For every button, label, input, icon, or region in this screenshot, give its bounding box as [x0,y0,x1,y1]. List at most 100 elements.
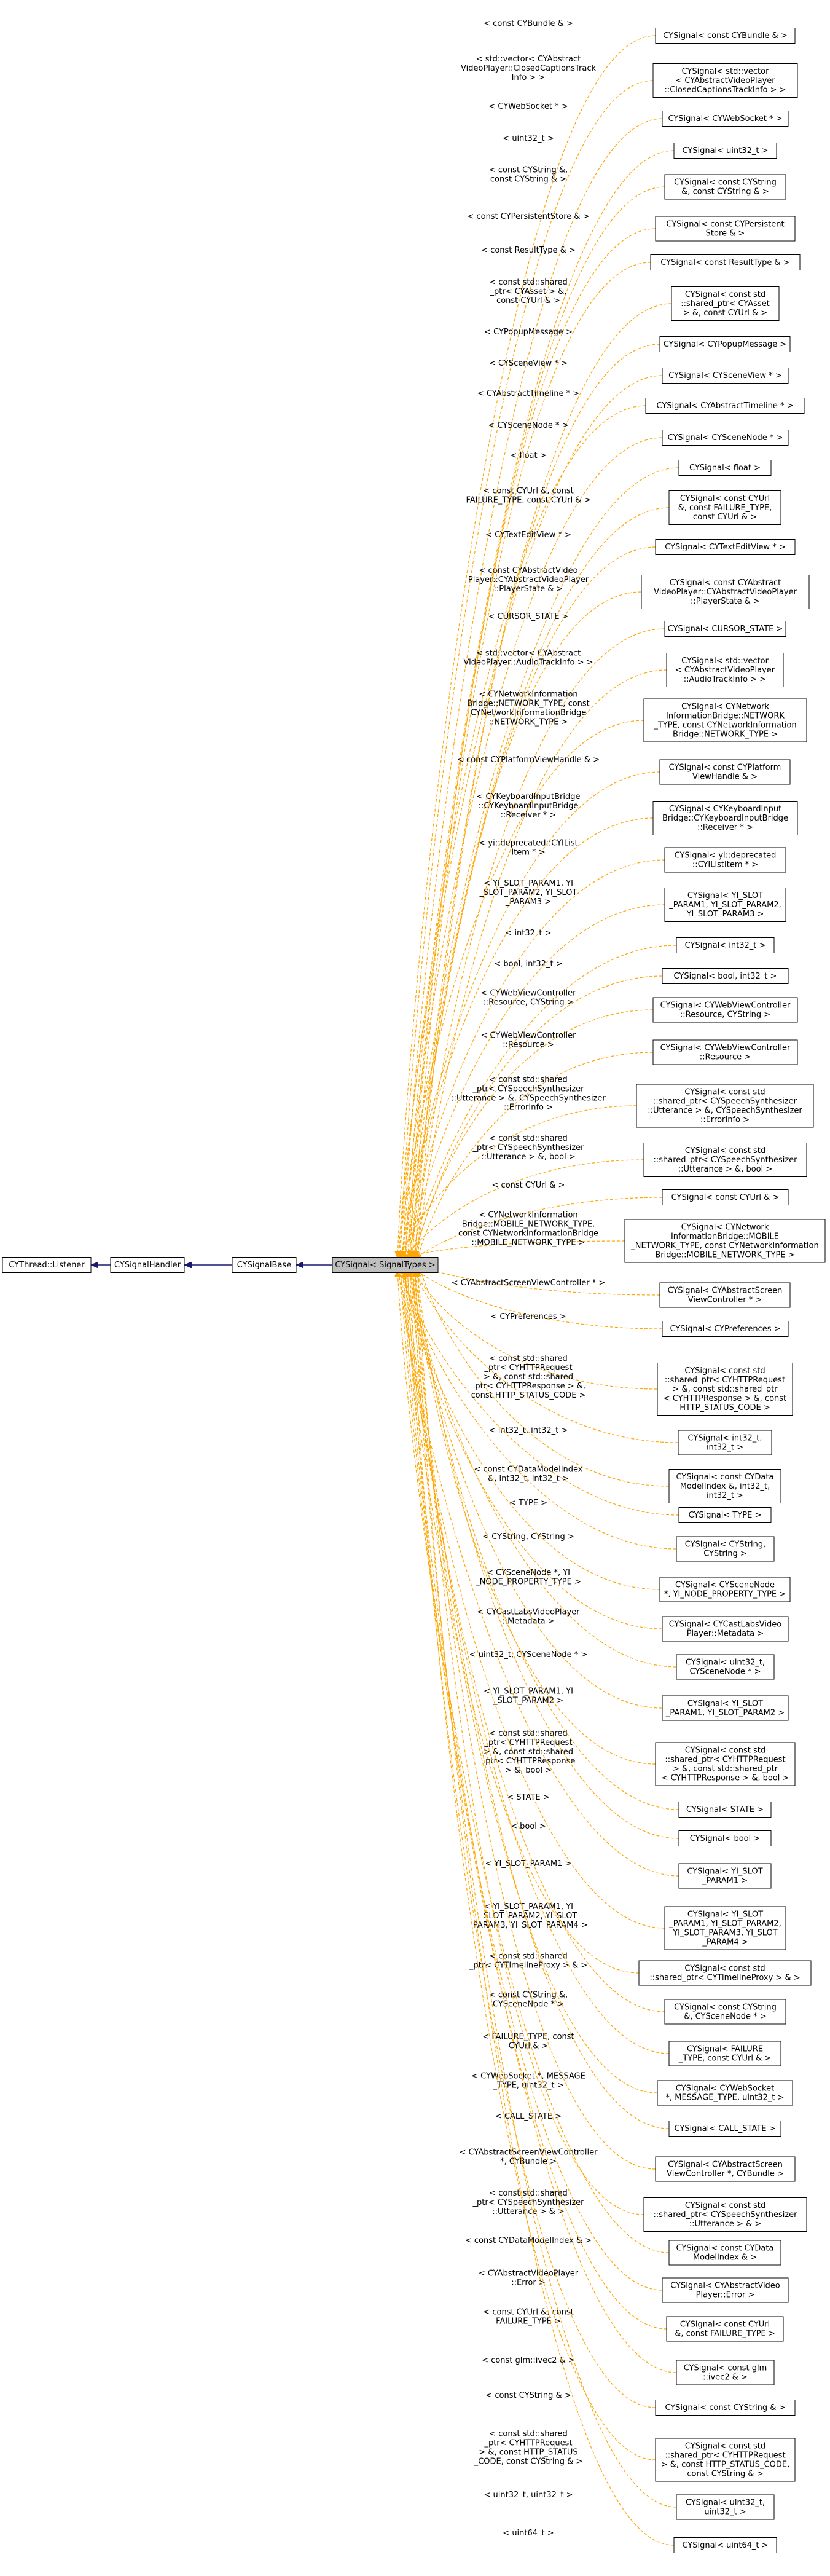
specialization-node[interactable]: CYSignal< const CYAbstractVideoPlayer::C… [641,575,810,609]
template-edge-label: < int32_t > [505,929,551,938]
specialization-node[interactable]: CYSignal< CYKeyboardInputBridge::CYKeybo… [652,801,798,835]
specialization-node[interactable]: CYSignal< yi::deprecated::CYIListItem * … [664,847,786,873]
specialization-node[interactable]: CYSignal< std::vector< CYAbstractVideoPl… [652,63,798,98]
specialization-node[interactable]: CYSignal< const std::shared_ptr< CYSpeec… [643,1143,807,1177]
specialization-node[interactable]: CYSignal< CYAbstractScreenViewController… [655,2156,796,2182]
specialization-node[interactable]: CYSignal< const CYUrl & > [662,1189,789,1205]
template-edge-label-line: VideoPlayer::ClosedCaptionsTrack [461,64,597,73]
class-cythread-listener[interactable]: CYThread::Listener [2,1257,92,1273]
specialization-node[interactable]: CYSignal< STATE > [678,1802,772,1818]
template-edge [417,1052,654,1261]
specialization-node[interactable]: CYSignal< const std::shared_ptr< CYTimel… [638,1960,812,1986]
specialization-node[interactable]: CYSignal< const std::shared_ptr< CYHTTPR… [655,1742,796,1786]
specialization-node[interactable]: CYSignal< const std::shared_ptr< CYHTTPR… [655,2438,796,2482]
template-edge-label-line: < float > [510,451,546,460]
specialization-node[interactable]: CYSignal< const glm::ivec2 & > [676,2360,775,2385]
specialization-node[interactable]: CYSignal< CYSceneView * > [662,368,789,384]
specialization-node[interactable]: CYSignal< CALL_STATE > [668,2121,781,2137]
specialization-node[interactable]: CYSignal< CYWebViewController::Resource … [652,1039,798,1065]
specialization-node[interactable]: CYSignal< const std::shared_ptr< CYAsset… [671,286,780,321]
class-cysignal-signaltypes[interactable]: CYSignal< SignalTypes > [332,1257,439,1273]
template-edge-label-line: < const CYAbstractVideo [479,566,577,575]
specialization-node[interactable]: CYSignal< YI_SLOT_PARAM1, YI_SLOT_PARAM2… [664,888,786,922]
specialization-node[interactable]: CYSignal< bool, int32_t > [662,968,789,984]
specialization-node[interactable]: CYSignal< CYAbstractTimeline * > [645,398,805,414]
specialization-node[interactable]: CYSignal< YI_SLOT_PARAM1, YI_SLOT_PARAM2… [662,1695,789,1721]
specialization-node[interactable]: CYSignal< YI_SLOT_PARAM1, YI_SLOT_PARAM2… [664,1906,786,1950]
specialization-node[interactable]: CYSignal< CYPreferences > [662,1321,789,1337]
specialization-node[interactable]: CYSignal< CYNetworkInformationBridge::MO… [624,1219,826,1263]
specialization-node-label-line: ::shared_ptr< CYSpeechSynthesizer [653,1097,797,1106]
specialization-node[interactable]: CYSignal< CYAbstractVideoPlayer::Error > [662,2277,789,2303]
template-edge [412,262,651,1261]
specialization-node[interactable]: CYSignal< const CYString&, CYSceneNode *… [664,1999,786,2025]
specialization-node[interactable]: CYSignal< const CYPersistentStore & > [655,216,796,242]
template-edge [415,1264,656,2170]
specialization-node[interactable]: CYSignal< uint64_t > [673,2537,777,2553]
specialization-node-label-line: CYSignal< const CYString [674,178,777,187]
specialization-node[interactable]: CYSignal< const CYDataModelIndex &, int3… [668,1469,781,1503]
specialization-node[interactable]: CYSignal< std::vector< CYAbstractVideoPl… [666,653,784,687]
specialization-node[interactable]: CYSignal< CYCastLabsVideoPlayer::Metadat… [662,1616,789,1642]
specialization-node[interactable]: CYSignal< CYWebSocket*, MESSAGE_TYPE, ui… [657,2080,793,2106]
specialization-node[interactable]: CYSignal< CYString,CYString > [676,1536,775,1562]
template-edge-label-line: _SLOT_PARAM2, YI_SLOT [479,888,577,897]
specialization-node[interactable]: CYSignal< uint32_t > [673,143,777,159]
specialization-node[interactable]: CYSignal< const CYDataModelIndex & > [668,2240,781,2266]
specialization-node[interactable]: CYSignal< const CYUrl&, const FAILURE_TY… [668,490,781,525]
specialization-node[interactable]: CYSignal< const CYString & > [655,2400,796,2416]
specialization-node[interactable]: CYSignal< CYPopupMessage > [659,336,791,352]
specialization-node-box [664,888,786,922]
class-cysignalhandler[interactable]: CYSignalHandler [110,1257,185,1273]
specialization-node-label-line: CYSignal< const CYData [676,1473,774,1482]
specialization-node[interactable]: CYSignal< CYAbstractScreenViewController… [659,1282,791,1308]
specialization-node[interactable]: CYSignal< CYNetworkInformationBridge::NE… [643,698,807,742]
specialization-node[interactable]: CYSignal< const ResultType & > [650,254,801,270]
specialization-node[interactable]: CYSignal< CYWebSocket * > [662,111,789,127]
template-edge-label-line: < const CYPersistentStore & > [467,212,589,221]
template-edge-label: < const CYString & > [485,2391,571,2400]
template-edge-label-line: ::ErrorInfo > [504,1103,553,1113]
specialization-node-label-line: CYSignal< CYString, [685,1540,765,1550]
specialization-node[interactable]: CYSignal< uint32_t,uint32_t > [676,2494,775,2520]
specialization-node[interactable]: CYSignal< const std::shared_ptr< CYSpeec… [636,1084,814,1128]
template-edge-label-line: < CYTextEditView * > [485,530,571,540]
specialization-node[interactable]: CYSignal< CURSOR_STATE > [664,621,786,637]
specialization-node-box [673,2537,777,2553]
class-cysignalbase[interactable]: CYSignalBase [232,1257,297,1273]
template-edge-label-line: < const std::shared [489,1076,568,1085]
specialization-node[interactable]: CYSignal< CYSceneNode * > [662,430,789,446]
specialization-node[interactable]: CYSignal< CYWebViewController::Resource,… [652,997,798,1023]
specialization-node[interactable]: CYSignal< TYPE > [678,1507,772,1523]
specialization-node-box [655,28,796,44]
template-edge-label-line: < FAILURE_TYPE, const [482,2033,574,2042]
specialization-node[interactable]: CYSignal< int32_t > [676,937,775,953]
specialization-node[interactable]: CYSignal< int32_t,int32_t > [678,1430,772,1455]
specialization-node[interactable]: CYSignal< uint32_t,CYSceneNode * > [676,1654,775,1680]
specialization-node[interactable]: CYSignal< CYTextEditView * > [655,539,796,555]
specialization-node-label-line: CYSignal< CYWebViewController [660,1044,791,1053]
specialization-node[interactable]: CYSignal< const CYString&, const CYStrin… [664,174,786,200]
specialization-node[interactable]: CYSignal< bool > [678,1830,772,1846]
specialization-node-label-line: CYSceneNode * > [689,1668,761,1677]
template-edges: < const CYBundle & >< std::vector< CYAbs… [397,19,679,2546]
specialization-node[interactable]: CYSignal< YI_SLOT_PARAM1 > [678,1863,772,1889]
specialization-node-box [676,937,775,953]
specialization-node[interactable]: CYSignal< CYSceneNode*, YI_NODE_PROPERTY… [659,1577,791,1602]
specialization-node[interactable]: CYSignal< FAILURE_TYPE, const CYUrl & > [668,2041,781,2066]
specialization-node[interactable]: CYSignal< float > [678,460,772,476]
specialization-node[interactable]: CYSignal< const CYBundle & > [655,28,796,44]
specialization-node-label-line: < CYHTTPResponse > &, const [664,1394,786,1403]
template-edge-label: < YI_SLOT_PARAM1, YI_SLOT_PARAM2, YI_SLO… [479,879,577,907]
specialization-node-box [662,368,789,384]
template-edge [412,1267,658,1390]
specialization-node[interactable]: CYSignal< const std::shared_ptr< CYHTTPR… [657,1363,793,1416]
specialization-node[interactable]: CYSignal< const CYUrl&, const FAILURE_TY… [666,2316,784,2342]
specialization-node[interactable]: CYSignal< const CYPlatformViewHandle & > [659,759,791,785]
specialization-node[interactable]: CYSignal< const std::shared_ptr< CYSpeec… [643,2197,807,2232]
template-edge-label-line: < const CYDataModelIndex & > [465,2236,592,2245]
specialization-node-box [662,1321,789,1337]
specialization-node-box [668,490,781,525]
